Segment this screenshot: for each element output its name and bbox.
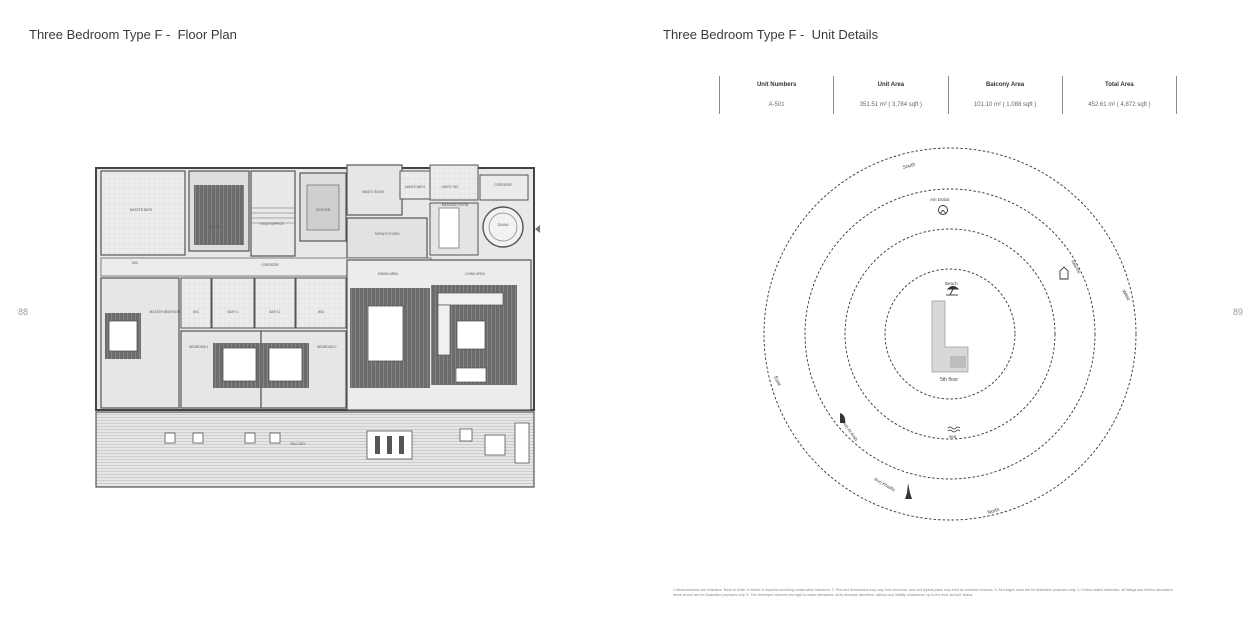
floor-plan: MASTER BATH WIC STUDY STUDY/OFFICE KITCH… [95, 164, 540, 488]
ferris-wheel-icon [938, 205, 948, 215]
direction-west: West [1120, 289, 1131, 302]
landmark-beach: Beach [945, 281, 958, 286]
room-sauna: SAUNA [498, 223, 510, 227]
disclaimer-footnote: 1.Measurements are indicative 'finish to… [673, 588, 1173, 597]
ring-outer [763, 147, 1137, 521]
room-guest-wc: GUEST WC [441, 185, 459, 189]
room-bedroom-2: BEDROOM 2 [317, 345, 336, 349]
unit-details-table: Unit Numbers A-501 Unit Area 351.51 m² (… [719, 76, 1177, 114]
room-study-office: STUDY/OFFICE [260, 222, 283, 226]
room-show-kitchen: SHOW KITCHEN [375, 232, 400, 236]
landmark-sea: sea [949, 434, 957, 439]
room-wic-2: WIC [318, 310, 325, 314]
room-maids-bath: MAID'S BATH [405, 185, 426, 189]
room-massage: MASSAGE ROOM [442, 203, 469, 207]
room-balcony: BALCONY [290, 442, 306, 446]
room-master-bedroom: MASTER BEDROOM [150, 310, 181, 314]
room-master-bath: MASTER BATH [130, 208, 153, 212]
atlantis-icon [1059, 266, 1069, 280]
balcony-area-value: 101.10 m² ( 1,088 sqft ) [973, 102, 1037, 108]
room-study: STUDY [210, 225, 222, 229]
arrow-marker-icon [535, 225, 540, 233]
unit-numbers-column: Unit Numbers A-501 [719, 76, 833, 114]
unit-numbers-header: Unit Numbers [756, 82, 797, 88]
room-corridor-top: CORRIDOR [494, 183, 512, 187]
balcony-area-column: Balcony Area 101.10 m² ( 1,088 sqft ) [947, 76, 1062, 114]
landmark-ain-dubai: Ain Dubai [930, 197, 950, 202]
room-corridor: CORRIDOR [261, 263, 279, 267]
room-maids-room: MAID'S ROOM [362, 190, 384, 194]
page-number-right: 89 [1233, 307, 1244, 317]
page-number-left: 88 [18, 307, 29, 317]
room-kitchen: KITCHEN [316, 208, 331, 212]
floor-label: 5th floor [940, 377, 958, 383]
burj-al-arab-icon [840, 413, 846, 423]
direction-east: East [772, 375, 782, 387]
ring-third [804, 188, 1096, 480]
sea-waves-icon [947, 426, 961, 433]
total-area-value: 452.61 m² ( 4,872 sqft ) [1088, 102, 1151, 108]
unit-area-column: Unit Area 351.51 m² ( 3,784 sqft ) [833, 76, 947, 114]
unit-area-header: Unit Area [877, 82, 905, 88]
direction-north: North [987, 507, 1001, 516]
floor-plan-title: Three Bedroom Type F - Floor Plan [29, 27, 237, 42]
room-dining: DINING AREA [378, 272, 399, 276]
beach-umbrella-icon [946, 286, 960, 296]
room-living: LIVING AREA [465, 272, 486, 276]
unit-area-value: 351.51 m² ( 3,784 sqft ) [859, 102, 923, 108]
room-bath-2: BATH 2 [270, 310, 281, 314]
orientation-diagram: 5th floor South West North East Ain Duba… [763, 147, 1137, 521]
landmark-burj-khalifa: Burj Khalifa [874, 477, 897, 493]
ring-second [844, 228, 1056, 440]
ring-inner [884, 268, 1016, 400]
balcony-area-header: Balcony Area [986, 82, 1025, 88]
room-wic-1: WIC [193, 310, 200, 314]
direction-south: South [902, 162, 916, 171]
landmark-atlantis: Atlantis [1070, 259, 1082, 275]
room-bath-1: BATH 1 [228, 310, 239, 314]
total-area-header: Total Area [1105, 82, 1134, 88]
room-bedroom-1: BEDROOM 1 [189, 345, 208, 349]
unit-details-title: Three Bedroom Type F - Unit Details [663, 27, 879, 42]
burj-khalifa-icon [905, 483, 912, 499]
total-area-column: Total Area 452.61 m² ( 4,872 sqft ) [1061, 76, 1177, 114]
room-wic-master: WIC [132, 261, 139, 265]
building-icon [931, 300, 969, 373]
unit-numbers-value: A-501 [768, 102, 785, 108]
